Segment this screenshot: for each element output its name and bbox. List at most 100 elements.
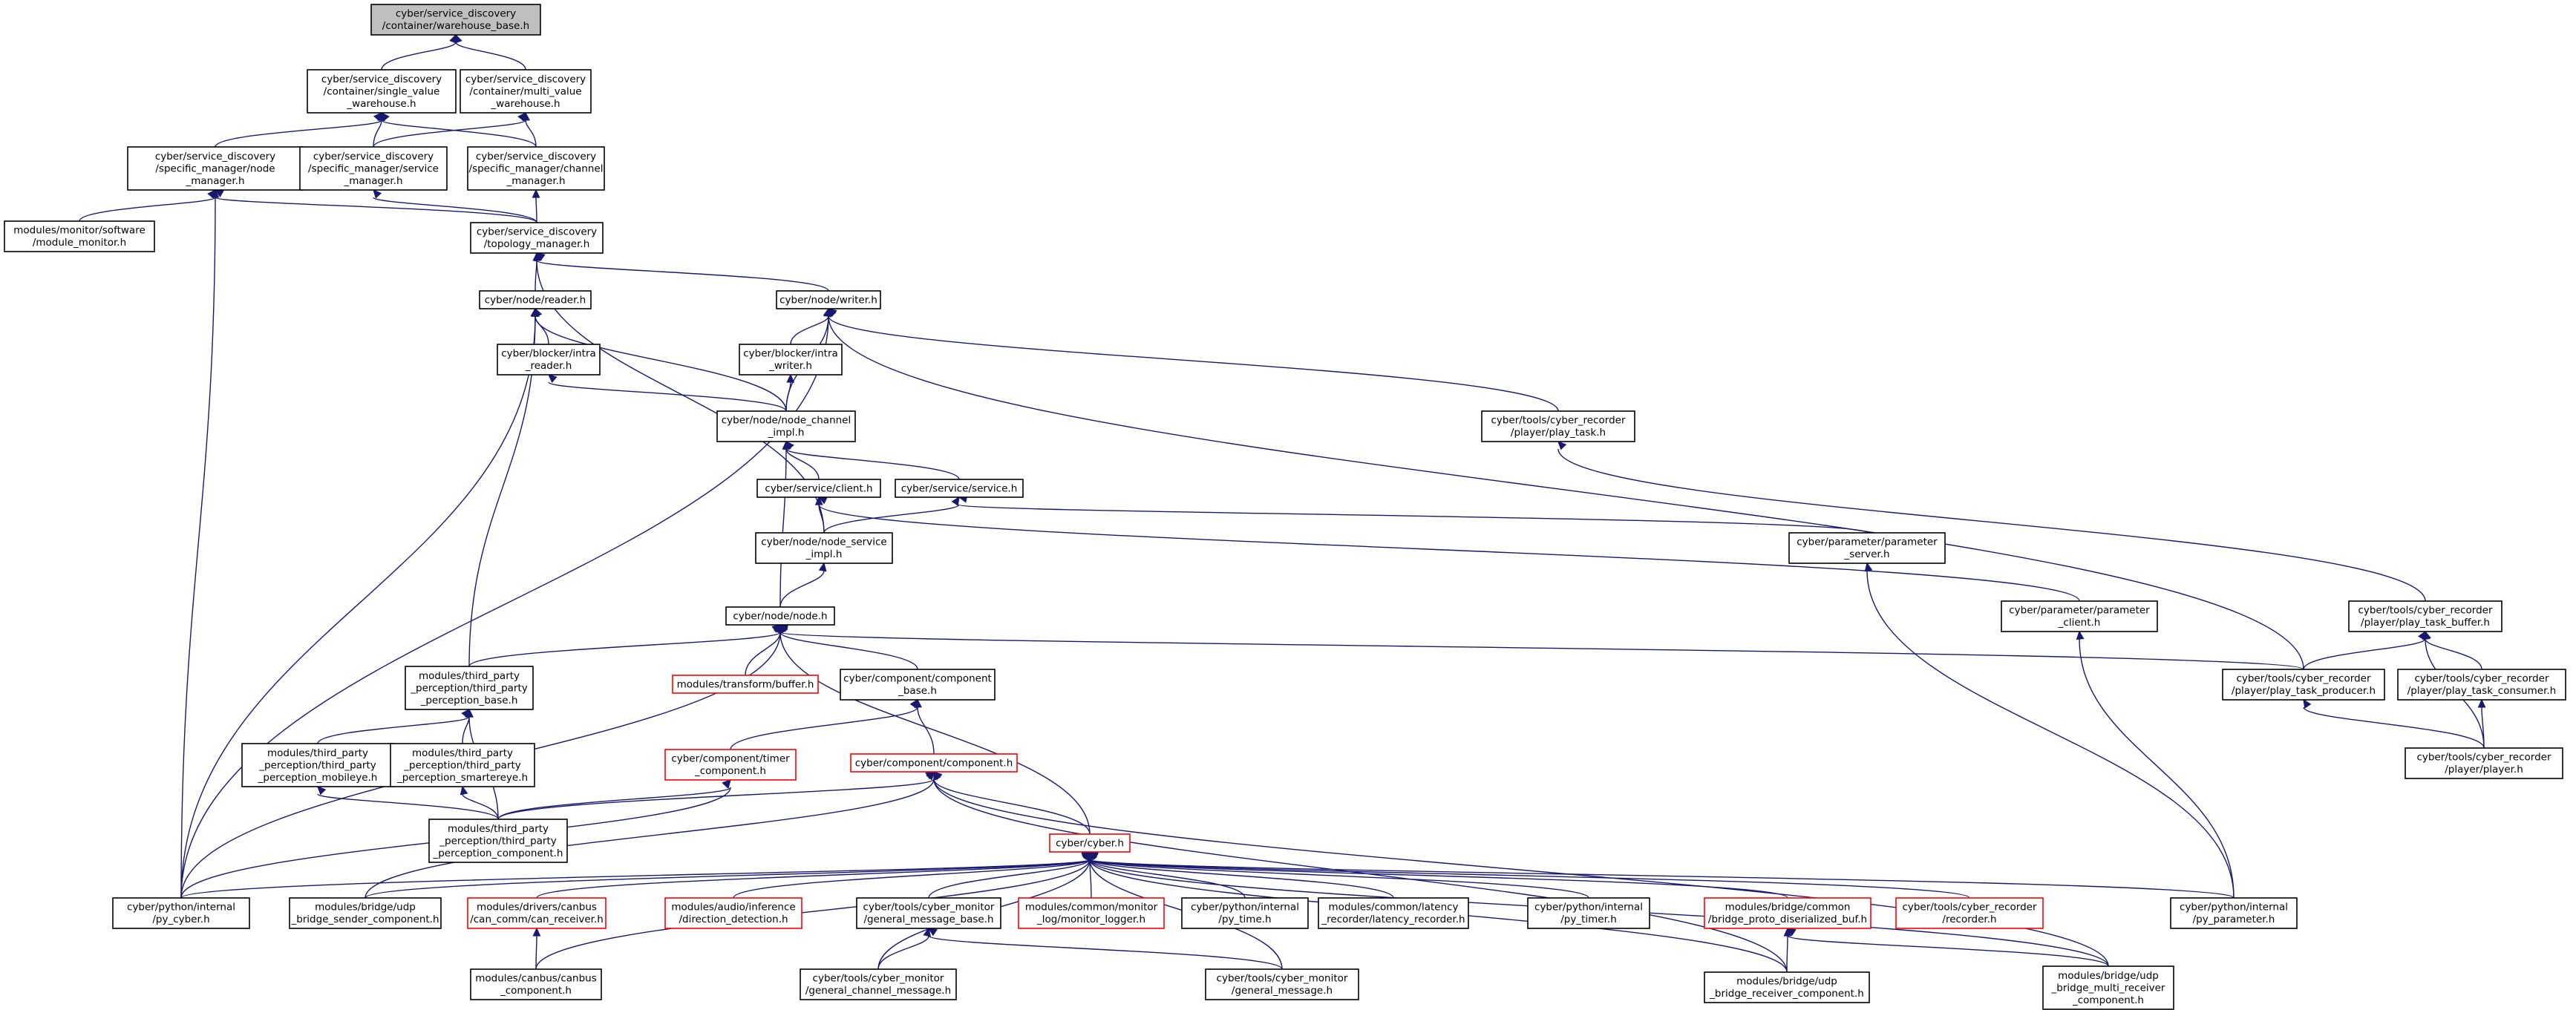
node-label-line: cyber/service_discovery [476, 151, 596, 163]
node-py-time[interactable]: cyber/python/internal/py_time.h [1181, 897, 1309, 929]
node-writer[interactable]: cyber/node/writer.h [776, 290, 881, 309]
node-play-task-consumer[interactable]: cyber/tools/cyber_recorder/player/play_t… [2397, 669, 2566, 701]
node-label-line: _component.h [2072, 994, 2144, 1006]
node-third-party-base[interactable]: modules/third_party_perception/third_par… [405, 666, 534, 710]
node-single-value[interactable]: cyber/service_discovery/container/single… [307, 69, 457, 114]
node-box [1205, 968, 1359, 1000]
node-multi-value[interactable]: cyber/service_discovery/container/multi_… [460, 69, 592, 114]
arrowhead [2422, 630, 2430, 640]
node-general-channel-message[interactable]: cyber/tools/cyber_monitor/general_channe… [800, 968, 957, 1000]
node-box [1018, 897, 1165, 929]
node-mobileye[interactable]: modules/third_party_perception/third_par… [241, 743, 394, 787]
node-py-timer[interactable]: cyber/python/internal/py_timer.h [1527, 897, 1650, 929]
node-canbus-component[interactable]: modules/canbus/canbus_component.h [470, 968, 602, 1000]
node-label-line: _perception/third_party [258, 759, 376, 771]
node-client[interactable]: cyber/service/client.h [756, 479, 881, 498]
node-transform-buffer[interactable]: modules/transform/buffer.h [672, 675, 819, 694]
node-general-message-base[interactable]: cyber/tools/cyber_monitor/general_messag… [856, 897, 1001, 929]
node-service-manager[interactable]: cyber/service_discovery/specific_manager… [299, 146, 448, 191]
node-box [850, 753, 1018, 773]
node-box [895, 479, 1024, 498]
node-can-receiver[interactable]: modules/drivers/canbus/can_comm/can_rece… [467, 897, 607, 929]
node-label-line: cyber/blocker/intra [501, 348, 596, 360]
node-timer-component[interactable]: cyber/component/timer_component.h [664, 749, 797, 781]
arrowhead [823, 307, 831, 318]
node-component[interactable]: cyber/component/component.h [850, 753, 1018, 773]
node-component-base[interactable]: cyber/component/component_base.h [840, 669, 996, 701]
node-label-line: _bridge_sender_component.h [290, 914, 439, 925]
node-label-line: _warehouse.h [490, 98, 560, 110]
node-warehouse-base[interactable]: cyber/service_discovery/container/wareho… [370, 4, 541, 36]
node-node-manager[interactable]: cyber/service_discovery/specific_manager… [127, 146, 304, 191]
node-latency-recorder[interactable]: modules/common/latency_recorder/latency_… [1318, 897, 1469, 929]
node-box [716, 410, 856, 442]
dependency-edge [381, 111, 537, 148]
node-label-line: /general_channel_message.h [805, 985, 951, 997]
node-label-line: _perception_base.h [420, 695, 518, 706]
node-play-task[interactable]: cyber/tools/cyber_recorder/player/play_t… [1481, 410, 1635, 442]
node-box [299, 146, 448, 191]
node-box [428, 819, 568, 863]
dependency-edge [317, 708, 470, 744]
node-parameter-server[interactable]: cyber/parameter/parameter_server.h [1788, 532, 1946, 564]
node-intra-writer[interactable]: cyber/blocker/intra_writer.h [739, 344, 843, 376]
node-channel-manager[interactable]: cyber/service_discovery/specific_manager… [467, 146, 605, 191]
node-label-line: /specific_manager/channel [469, 163, 604, 174]
node-label-line: /player/play_task.h [1511, 427, 1606, 439]
arrowhead [211, 188, 220, 198]
node-udp-sender[interactable]: modules/bridge/udp_bridge_sender_compone… [289, 897, 442, 929]
node-label-line: /py_timer.h [1560, 914, 1617, 925]
node-proto-serialized-buf[interactable]: modules/bridge/common/bridge_proto_diser… [1704, 897, 1871, 929]
node-label-line: /player/player.h [2445, 764, 2523, 775]
node-reader[interactable]: cyber/node/reader.h [479, 290, 592, 309]
node-label-line: _perception_smartereye.h [396, 772, 528, 784]
dependency-edge [730, 698, 918, 750]
node-smartereye[interactable]: modules/third_party_perception/third_par… [390, 743, 535, 787]
node-third-party-component[interactable]: modules/third_party_perception/third_par… [428, 819, 568, 863]
node-udp-receiver[interactable]: modules/bridge/udp_bridge_receiver_compo… [1704, 971, 1870, 1003]
node-node[interactable]: cyber/node/node.h [725, 606, 835, 626]
node-general-message[interactable]: cyber/tools/cyber_monitor/general_messag… [1205, 968, 1359, 1000]
node-label-line: cyber/python/internal [1191, 902, 1299, 914]
dependency-edge [460, 785, 499, 820]
node-parameter-client[interactable]: cyber/parameter/parameter_client.h [2001, 600, 2158, 632]
node-label-line: _impl.h [768, 427, 805, 439]
arrowhead [534, 252, 543, 262]
node-service[interactable]: cyber/service/service.h [895, 479, 1024, 498]
node-box [241, 743, 394, 787]
node-box [739, 344, 843, 376]
arrowhead [914, 698, 922, 708]
node-box [1704, 897, 1871, 929]
node-play-task-buffer[interactable]: cyber/tools/cyber_recorder/player/play_t… [2348, 600, 2503, 632]
dependency-edge [1088, 850, 2235, 899]
arrowhead [381, 111, 390, 122]
dependency-edge [536, 851, 1091, 899]
node-label-line: cyber/service_discovery [321, 73, 442, 85]
node-recorder[interactable]: cyber/tools/cyber_recorder/recorder.h [1895, 897, 2044, 929]
node-box [307, 69, 457, 114]
node-label-line: /module_monitor.h [33, 237, 126, 249]
node-node-channel-impl[interactable]: cyber/node/node_channel_impl.h [716, 410, 856, 442]
node-node-service-impl[interactable]: cyber/node/node_service_impl.h [755, 532, 893, 564]
node-box [776, 290, 881, 309]
dependency-edge [827, 308, 1559, 412]
node-module-monitor[interactable]: modules/monitor/software/module_monitor.… [4, 220, 155, 252]
dependency-edge [180, 307, 831, 899]
node-label-line: /topology_manager.h [484, 238, 590, 250]
node-player[interactable]: cyber/tools/cyber_recorder/player/player… [2405, 747, 2563, 779]
node-box [2222, 669, 2385, 701]
node-cyber[interactable]: cyber/cyber.h [1049, 833, 1131, 853]
node-topology-manager[interactable]: cyber/service_discovery/topology_manager… [470, 222, 604, 254]
node-play-task-producer[interactable]: cyber/tools/cyber_recorder/player/play_t… [2222, 669, 2385, 701]
node-label-line: cyber/cyber.h [1056, 837, 1124, 849]
node-udp-multi-receiver[interactable]: modules/bridge/udp_bridge_multi_receiver… [2042, 965, 2174, 1010]
node-intra-reader[interactable]: cyber/blocker/intra_reader.h [497, 344, 601, 376]
arrowhead [530, 307, 539, 318]
node-py-cyber[interactable]: cyber/python/internal/py_cyber.h [112, 897, 250, 929]
node-py-parameter[interactable]: cyber/python/internal/py_parameter.h [2170, 897, 2298, 929]
node-box [2001, 600, 2158, 632]
dependency-edge [779, 440, 791, 608]
node-monitor-logger[interactable]: modules/common/monitor_log/monitor_logge… [1018, 897, 1165, 929]
dependency-edge [215, 111, 382, 148]
node-direction-detection[interactable]: modules/audio/inference/direction_detect… [664, 897, 802, 929]
